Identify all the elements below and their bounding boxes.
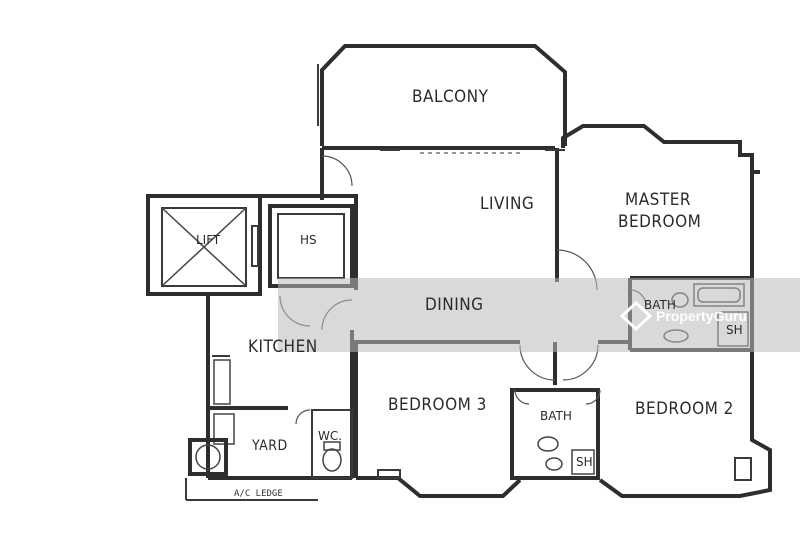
label-bath-master: BATH <box>644 298 676 312</box>
watermark-text: PropertyGuru <box>656 308 747 324</box>
label-living: LIVING <box>480 194 534 214</box>
balcony-walls <box>317 44 567 146</box>
label-lift: LIFT <box>196 233 221 247</box>
room-labels: BALCONY LIVING MASTER BEDROOM LIFT HS DI… <box>196 87 743 499</box>
propertyguru-logo: PropertyGuru <box>619 300 747 332</box>
label-ac-ledge: A/C LEDGE <box>234 489 283 499</box>
label-wc: WC. <box>318 429 342 443</box>
sliding-doors <box>377 149 752 481</box>
label-master-line1: MASTER <box>625 190 691 210</box>
lift-shaft <box>146 194 262 296</box>
common-bath-fixtures <box>537 436 595 475</box>
label-master-line2: BEDROOM <box>618 212 701 232</box>
outer-walls <box>320 124 772 498</box>
household-shelter <box>230 194 358 290</box>
label-kitchen: KITCHEN <box>248 337 318 357</box>
label-dining: DINING <box>425 295 484 315</box>
label-sh-master: SH <box>726 323 743 337</box>
watermark-band <box>278 278 800 352</box>
label-balcony: BALCONY <box>412 87 489 107</box>
label-bath-common: BATH <box>540 409 572 423</box>
label-bedroom3: BEDROOM 3 <box>388 395 487 415</box>
kitchen-walls <box>185 294 354 501</box>
label-yard: YARD <box>251 438 288 454</box>
washing-machine-icon <box>188 438 228 476</box>
toilet-icon <box>322 441 342 472</box>
label-bedroom2: BEDROOM 2 <box>635 399 734 419</box>
label-sh-common: SH <box>576 455 593 469</box>
label-hs: HS <box>300 233 317 247</box>
